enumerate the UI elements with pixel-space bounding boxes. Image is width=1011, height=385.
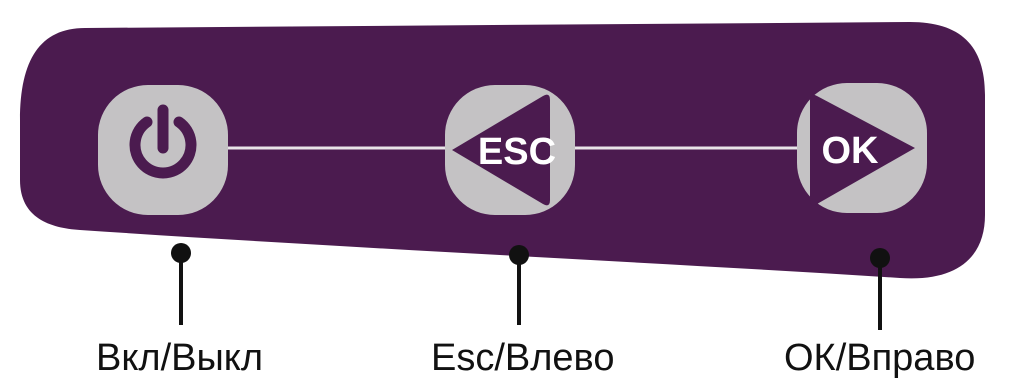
ok-button[interactable]: OK [797, 83, 927, 213]
ok-glyph-text: OK [822, 130, 880, 172]
callout-power [171, 243, 191, 325]
power-icon [129, 104, 197, 179]
callout-ok [870, 248, 890, 330]
power-button[interactable] [98, 85, 228, 215]
left-triangle-icon [452, 94, 550, 206]
right-triangle-icon [810, 94, 915, 206]
power-button-caption: Вкл/Выкл [96, 337, 264, 379]
esc-button[interactable]: ESC [445, 85, 575, 215]
callout-esc [509, 245, 529, 325]
esc-button-caption: Esc/Влево [431, 337, 615, 379]
ok-button-caption: ОК/Вправо [784, 337, 976, 379]
esc-glyph-text: ESC [478, 131, 556, 173]
